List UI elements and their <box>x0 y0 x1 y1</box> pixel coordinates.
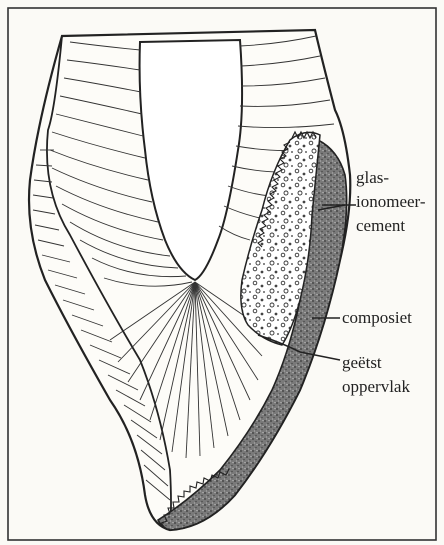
label-etched-surface-line2: oppervlak <box>342 376 410 398</box>
label-glass-ionomer-line1: glas- <box>356 167 389 189</box>
label-glass-ionomer-line3: cement <box>356 215 405 237</box>
label-glass-ionomer-line2: ionomeer- <box>356 191 426 213</box>
label-etched-surface-line1: geëtst <box>342 352 382 374</box>
label-composite: composiet <box>342 307 412 329</box>
